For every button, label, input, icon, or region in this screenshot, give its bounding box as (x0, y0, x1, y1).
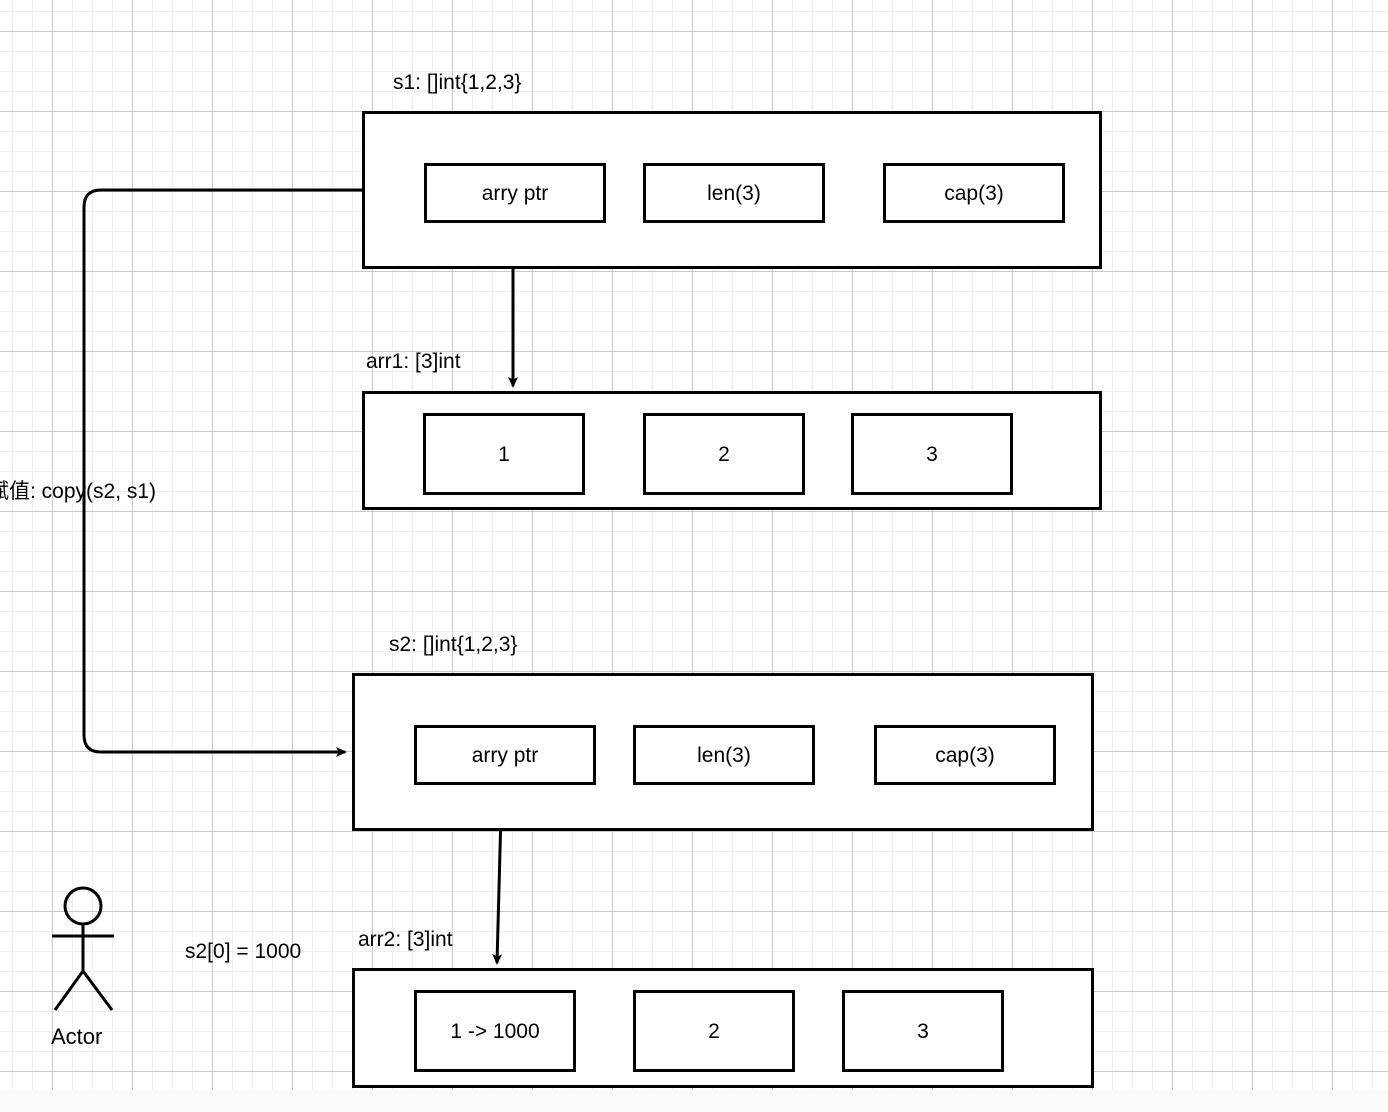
s1-label: s1: []int{1,2,3} (393, 71, 522, 94)
actor-leg-left-line (53, 970, 85, 1011)
s2-length-cell: len(3) (633, 725, 815, 785)
s2-struct-box: arry ptr len(3) cap(3) (352, 673, 1094, 831)
arr1-element-0: 1 (423, 413, 585, 495)
arr1-array-box: 1 2 3 (362, 391, 1102, 510)
actor-figure (52, 886, 114, 1011)
assignment-operation-label: s2[0] = 1000 (185, 940, 302, 963)
arr2-element-1: 2 (633, 990, 795, 1072)
arr2-label: arr2: [3]int (358, 928, 453, 951)
actor-head-icon (63, 886, 103, 926)
copy-operation-label: 赋值: copy(s2, s1) (0, 480, 157, 503)
arr2-array-box: 1 -> 1000 2 3 (352, 968, 1094, 1088)
s1-length-cell: len(3) (643, 163, 825, 223)
s1-struct-box: arry ptr len(3) cap(3) (362, 111, 1102, 269)
actor-label: Actor (51, 1024, 103, 1049)
arr1-element-1: 2 (643, 413, 805, 495)
arr1-element-2: 3 (851, 413, 1013, 495)
s1-array-pointer-cell: arry ptr (424, 163, 606, 223)
arr2-element-2: 3 (842, 990, 1004, 1072)
s1-capacity-cell: cap(3) (883, 163, 1065, 223)
arrow-copy-s1-to-s2 (82, 188, 362, 757)
s2-label: s2: []int{1,2,3} (389, 633, 518, 656)
arr2-element-0: 1 -> 1000 (414, 990, 576, 1072)
s2-capacity-cell: cap(3) (874, 725, 1056, 785)
actor-leg-right-line (81, 970, 114, 1011)
s2-array-pointer-cell: arry ptr (414, 725, 596, 785)
arr1-label: arr1: [3]int (366, 350, 461, 373)
